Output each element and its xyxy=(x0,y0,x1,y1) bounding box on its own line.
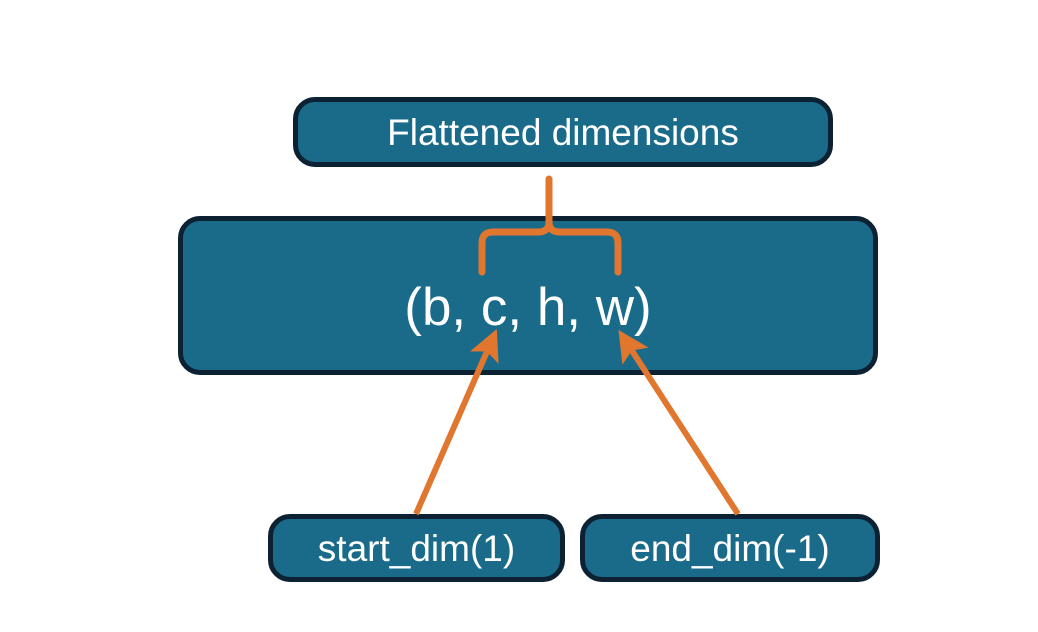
tensor-shape-label: (b, c, h, w) xyxy=(404,278,652,337)
flattened-dimensions-box[interactable]: Flattened dimensions xyxy=(293,97,833,167)
start-dim-label: start_dim(1) xyxy=(317,527,516,569)
start-dim-box[interactable]: start_dim(1) xyxy=(268,514,565,582)
end-dim-label: end_dim(-1) xyxy=(630,527,830,569)
tensor-shape-box[interactable]: (b, c, h, w) xyxy=(178,216,878,375)
flattened-dimensions-label: Flattened dimensions xyxy=(387,111,739,153)
end-dim-box[interactable]: end_dim(-1) xyxy=(580,514,880,582)
